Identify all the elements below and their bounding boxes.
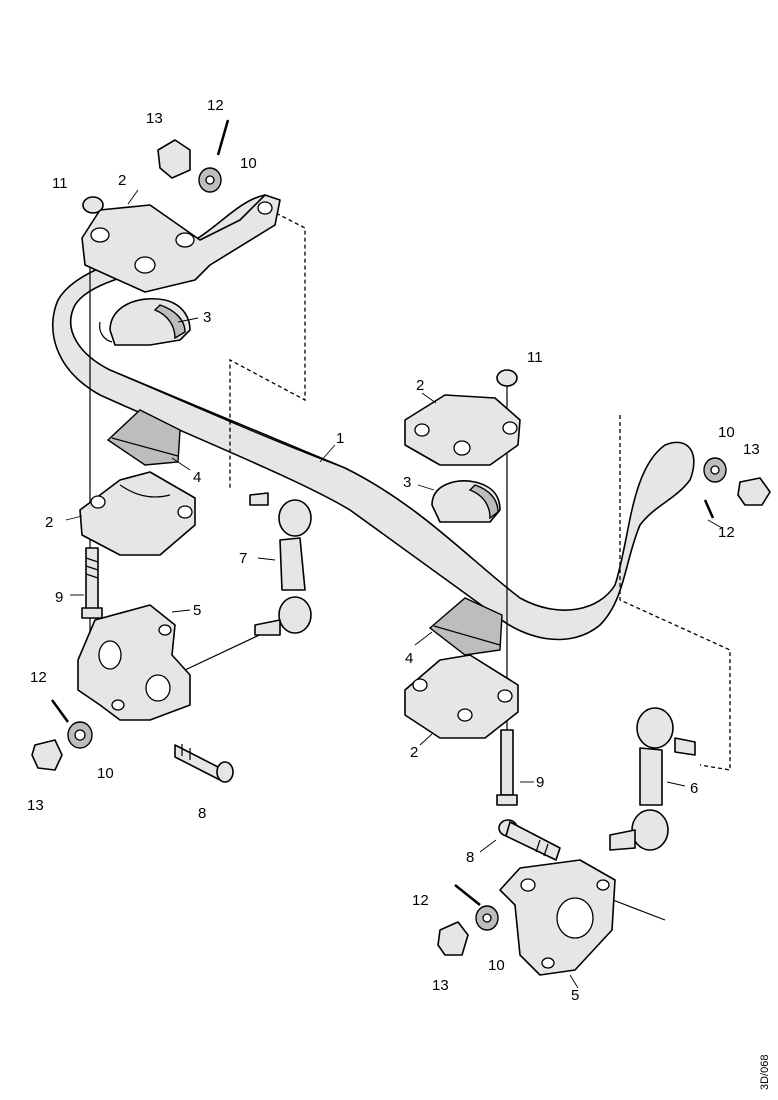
callout-13-bottom-left: 13 xyxy=(27,797,44,814)
clamp-bracket-upper-right xyxy=(404,394,521,466)
stabilizer-link-7 xyxy=(249,492,312,636)
callout-5-left: 5 xyxy=(193,602,201,619)
pin-right-top xyxy=(703,499,715,519)
callout-9-left: 9 xyxy=(55,589,63,606)
callout-labels: 13 12 10 11 2 3 4 2 9 5 7 12 13 10 8 1 1… xyxy=(27,97,760,1004)
bolt-right-9 xyxy=(496,729,518,806)
callout-2-lower-right: 2 xyxy=(410,744,418,761)
callout-6: 6 xyxy=(690,780,698,797)
pin-left-bottom xyxy=(50,699,70,723)
stabilizer-bar xyxy=(51,194,695,641)
cap-top-left xyxy=(157,139,191,179)
callout-8-right: 8 xyxy=(466,849,474,866)
callout-2-lower-left: 2 xyxy=(45,514,53,531)
callout-13-top-left: 13 xyxy=(146,110,163,127)
leader-lines xyxy=(65,189,723,989)
pin-right-bottom xyxy=(454,884,481,906)
clamp-bracket-upper-left xyxy=(81,194,281,293)
callout-10-bottom-left: 10 xyxy=(97,765,114,782)
bushing-lower-right xyxy=(428,597,503,656)
nut-11-left xyxy=(82,196,104,214)
callout-1: 1 xyxy=(336,430,344,447)
callout-3-left: 3 xyxy=(203,309,211,326)
callout-12-top-right: 12 xyxy=(718,524,735,541)
callout-4-right: 4 xyxy=(405,650,413,667)
bolt-right-8 xyxy=(498,819,561,861)
callout-2-upper-right: 2 xyxy=(416,377,424,394)
cap-right-bottom xyxy=(437,921,469,956)
callout-2-upper-left: 2 xyxy=(118,172,126,189)
bushing-lower-left xyxy=(106,409,181,466)
nut-right-top xyxy=(703,457,727,483)
pin-top-left xyxy=(216,119,230,156)
callout-11-right: 11 xyxy=(527,349,543,366)
callout-7: 7 xyxy=(239,550,247,567)
cap-left-bottom xyxy=(31,739,63,771)
callout-9-right: 9 xyxy=(536,774,544,791)
nut-left-bottom xyxy=(67,721,93,749)
nut-top-left xyxy=(198,167,222,193)
callout-3-right: 3 xyxy=(403,474,411,491)
figure-code: 3D/068 xyxy=(759,1055,771,1090)
callout-12-bottom-left: 12 xyxy=(30,669,47,686)
mount-bracket-left xyxy=(77,604,191,721)
clamp-bracket-lower-left xyxy=(79,471,196,556)
nut-right-bottom xyxy=(475,905,499,931)
callout-11-left: 11 xyxy=(52,175,68,192)
callout-12-top-left: 12 xyxy=(207,97,224,114)
callout-10-top-left: 10 xyxy=(240,155,257,172)
cap-right-top xyxy=(737,477,771,506)
callout-8-left: 8 xyxy=(198,805,206,822)
callout-10-top-right: 10 xyxy=(718,424,735,441)
callout-13-top-right: 13 xyxy=(743,441,760,458)
bushing-upper-left xyxy=(109,298,191,346)
callout-12-bottom-right: 12 xyxy=(412,892,429,909)
nut-11-right xyxy=(496,369,518,387)
stabilizer-link-6 xyxy=(609,707,696,851)
callout-13-bottom-right: 13 xyxy=(432,977,449,994)
clamp-bracket-lower-right xyxy=(404,654,519,739)
bolt-left-8 xyxy=(174,744,234,783)
mount-bracket-right xyxy=(499,859,616,976)
callout-10-bottom-right: 10 xyxy=(488,957,505,974)
bushing-upper-right xyxy=(431,480,501,523)
callout-5-right: 5 xyxy=(571,987,579,1004)
callout-4-left: 4 xyxy=(193,469,201,486)
bolt-left-9 xyxy=(81,547,103,619)
